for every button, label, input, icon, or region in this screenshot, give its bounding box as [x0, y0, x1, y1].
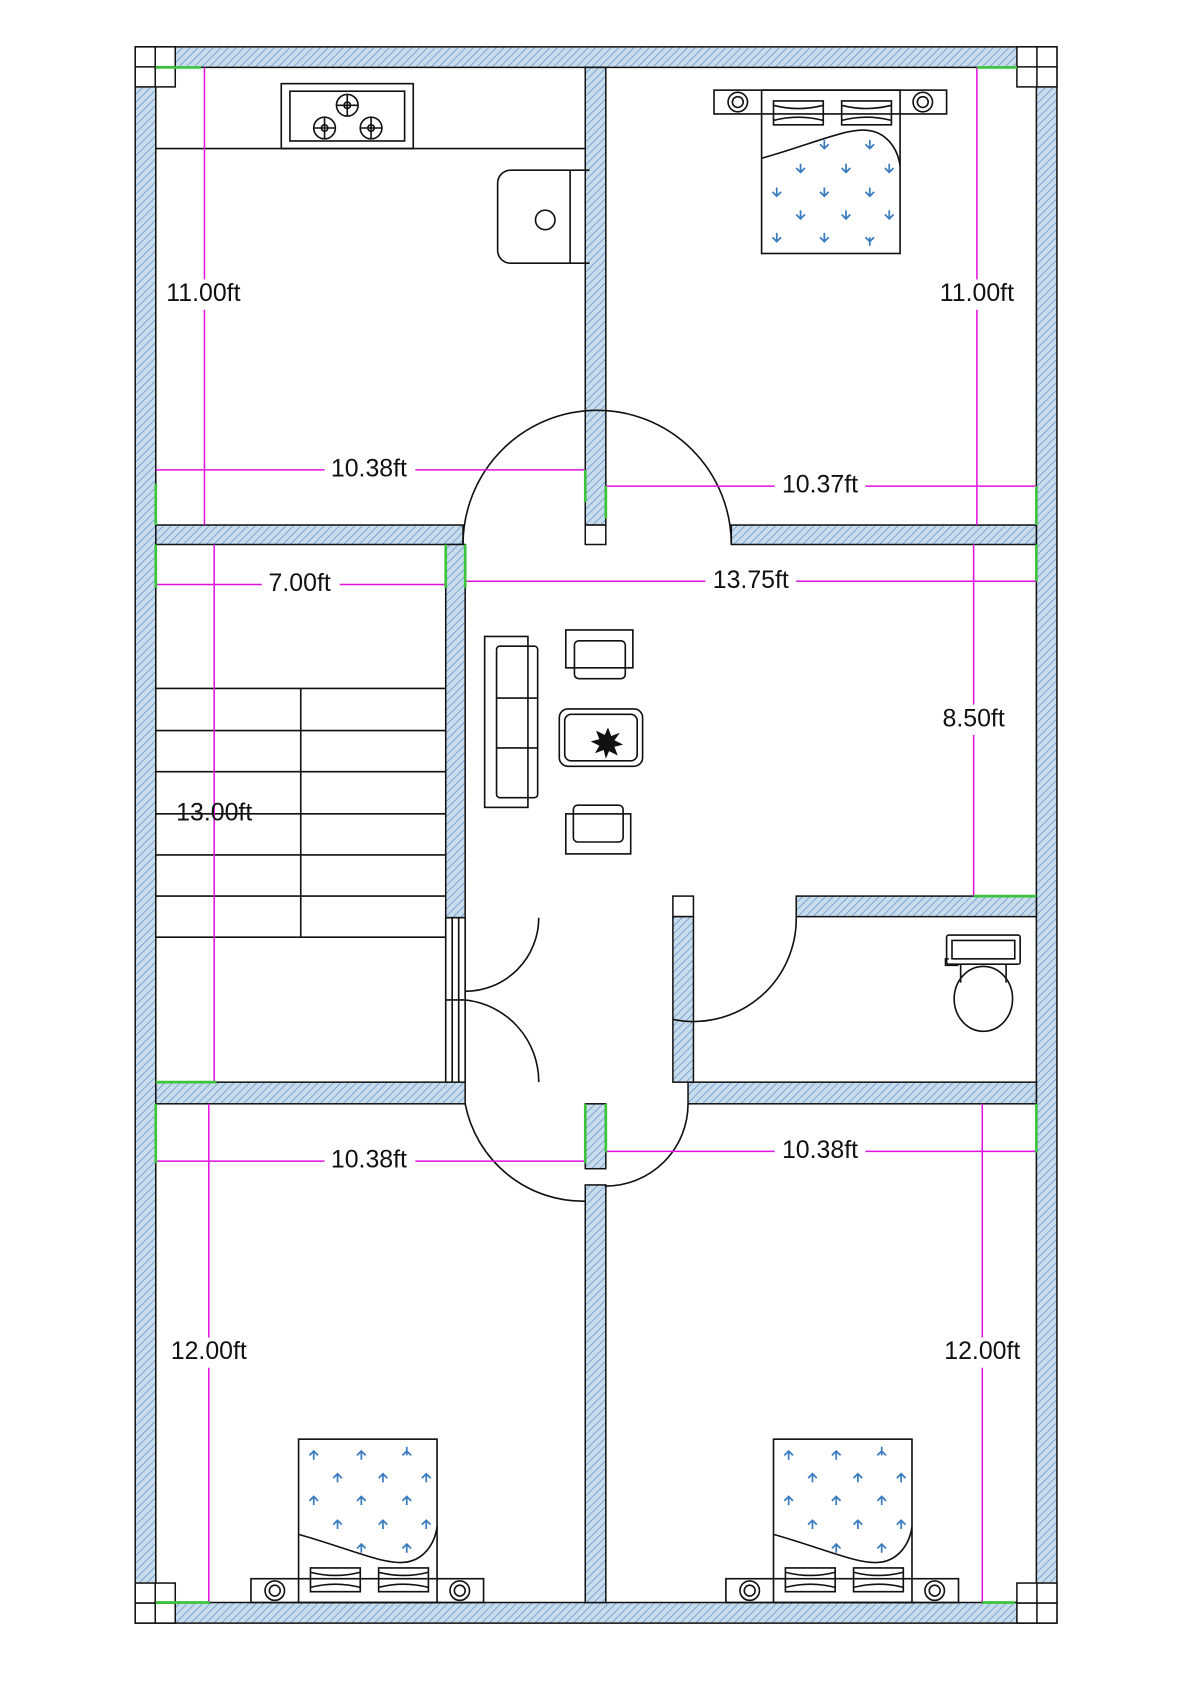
staircase: [155, 687, 446, 939]
bed-top-right: [713, 89, 948, 255]
dim-living-height: 8.50ft: [943, 704, 1005, 732]
dim-bedroom1-width: 10.37ft: [782, 471, 858, 499]
dim-bedroom3-width: 10.38ft: [782, 1136, 858, 1164]
armchair-top: [564, 629, 634, 680]
dim-bedroom1-height: 11.00ft: [940, 279, 1014, 307]
living-furniture: [483, 629, 644, 855]
bed-bottom-right: [725, 1438, 960, 1604]
dim-bedroom3-height: 12.00ft: [944, 1337, 1020, 1365]
interior-walls: [155, 66, 1038, 1604]
dim-stair-height: 13.00ft: [176, 798, 252, 826]
dim-stair-width: 7.00ft: [269, 569, 331, 597]
dim-living-width: 13.75ft: [713, 566, 789, 594]
dim-kitchen-height: 11.00ft: [166, 279, 240, 307]
sofa: [483, 635, 539, 809]
dim-bedroom2-width: 10.38ft: [331, 1146, 407, 1174]
dim-kitchen-width: 10.38ft: [331, 454, 407, 482]
coffee-table: [558, 708, 644, 768]
sink-icon: [496, 169, 590, 265]
doors: [444, 409, 798, 1202]
bed-bottom-left: [250, 1438, 485, 1604]
kitchen-counter: [155, 82, 590, 265]
dimension-labels: 11.00ft 10.38ft 11.00ft 10.37ft 7.00ft 1…: [159, 279, 1028, 1368]
dim-bedroom2-height: 12.00ft: [171, 1337, 247, 1365]
toilet-icon: [944, 934, 1021, 1033]
armchair-bottom: [564, 804, 632, 855]
plant-icon: [590, 727, 624, 759]
stove-burners-icon: [312, 93, 383, 140]
